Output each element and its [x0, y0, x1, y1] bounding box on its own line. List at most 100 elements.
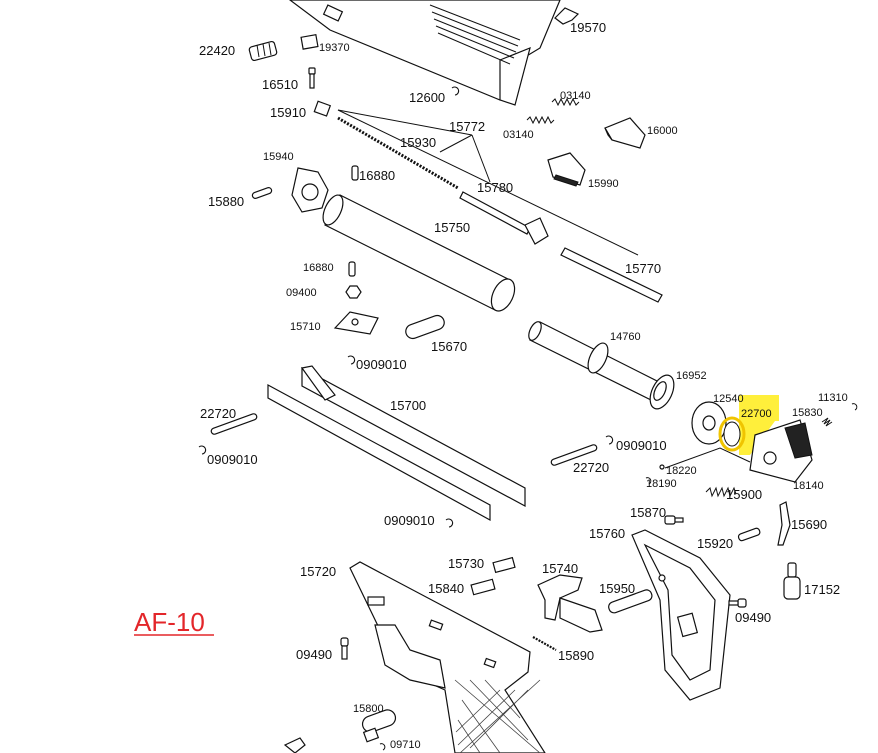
label-15760: 15760	[589, 526, 625, 541]
part-16000-shape	[604, 117, 646, 149]
part-22420-shape	[248, 40, 278, 62]
label-0909010b: 0909010	[616, 438, 667, 453]
part-15830-shape	[821, 417, 833, 427]
label-16880b: 16880	[303, 262, 334, 274]
label-09490b: 09490	[296, 647, 332, 662]
part-15770-shape	[560, 247, 663, 303]
label-15800: 15800	[353, 703, 384, 715]
label-15690: 15690	[791, 517, 827, 532]
part-15690-shape	[777, 501, 791, 546]
part-19370-shape	[300, 34, 319, 50]
part-15910-shape	[313, 100, 332, 117]
label-09400: 09400	[286, 287, 317, 299]
part-15730-shape	[492, 556, 516, 574]
highlight-22700	[739, 395, 779, 421]
part-15720-shape	[349, 561, 546, 753]
label-22700: 22700	[741, 408, 772, 420]
label-03140b: 03140	[503, 129, 534, 141]
label-15772: 15772	[449, 119, 485, 134]
label-15880: 15880	[208, 194, 244, 209]
label-19570: 19570	[570, 20, 606, 35]
part-22720a-shape	[210, 413, 258, 435]
part-15840-shape	[470, 578, 496, 596]
label-0909010d: 0909010	[384, 513, 435, 528]
label-15740: 15740	[542, 561, 578, 576]
label-15870: 15870	[630, 505, 666, 520]
part-22720b-shape	[550, 444, 598, 466]
part-15870-shape	[664, 515, 684, 525]
label-16510: 16510	[262, 77, 298, 92]
label-15730: 15730	[448, 556, 484, 571]
label-17152: 17152	[804, 582, 840, 597]
part-15740-shape	[537, 574, 603, 633]
label-15930: 15930	[400, 135, 436, 150]
part-09710-shape	[379, 743, 386, 751]
part-15890-shape	[532, 636, 557, 651]
label-11310: 11310	[818, 392, 848, 404]
part-03140b-shape	[526, 115, 555, 125]
part-12600-shape	[451, 86, 460, 96]
part-15880-shape	[251, 187, 273, 199]
label-22420: 22420	[199, 43, 235, 58]
leader-15772	[337, 109, 639, 256]
label-15910: 15910	[270, 105, 306, 120]
label-15670: 15670	[431, 339, 467, 354]
slide-part	[289, 0, 561, 106]
label-19370: 19370	[319, 42, 350, 54]
label-15720: 15720	[300, 564, 336, 579]
part-11310-shape	[851, 403, 858, 411]
part-18190-shape	[645, 477, 652, 485]
label-15710: 15710	[290, 321, 321, 333]
label-15890: 15890	[558, 648, 594, 663]
label-15990: 15990	[588, 178, 619, 190]
part-12540-shape	[691, 401, 727, 445]
part-15900-shape	[705, 486, 737, 498]
label-16000: 16000	[647, 125, 678, 137]
part-16880a-shape	[351, 165, 359, 181]
label-15770: 15770	[625, 261, 661, 276]
label-18220: 18220	[666, 465, 697, 477]
label-12600: 12600	[409, 90, 445, 105]
part-15700-shape	[267, 365, 526, 522]
part-09490b-shape	[340, 637, 349, 660]
label-0909010a: 0909010	[356, 357, 407, 372]
part-16880b-shape	[348, 261, 356, 277]
label-03140a: 03140	[560, 90, 591, 102]
part-15930-shape	[337, 116, 459, 190]
part-0909010d-shape	[445, 518, 454, 528]
label-14760: 14760	[610, 331, 641, 343]
part-09490a-shape	[728, 598, 747, 608]
part-0909010a-shape	[347, 355, 356, 365]
partial-part-bottom	[283, 737, 306, 753]
part-15920-shape	[737, 527, 761, 542]
part-19570-shape	[554, 7, 580, 25]
label-15830: 15830	[792, 407, 823, 419]
label-22720a: 22720	[200, 406, 236, 421]
part-16510-shape	[308, 67, 316, 89]
part-17152-shape	[783, 562, 801, 600]
label-16952: 16952	[676, 370, 707, 382]
label-15750: 15750	[434, 220, 470, 235]
part-15990-shape	[547, 152, 586, 187]
label-18140: 18140	[793, 480, 824, 492]
part-15760-shape	[631, 529, 731, 701]
part-15950-shape	[608, 589, 653, 614]
part-18140-shape	[749, 419, 813, 483]
label-15950: 15950	[599, 581, 635, 596]
label-15900: 15900	[726, 487, 762, 502]
label-15700: 15700	[390, 398, 426, 413]
model-title: AF-10	[134, 607, 205, 637]
part-15710-shape	[333, 311, 379, 335]
part-18220-shape	[664, 447, 751, 469]
label-15840: 15840	[428, 581, 464, 596]
part-14760-shape	[528, 321, 675, 410]
part-0909010b-shape	[605, 435, 614, 445]
label-09710: 09710	[390, 739, 421, 751]
part-15940-shape	[291, 167, 329, 213]
part-03140a-shape	[551, 97, 580, 107]
label-15920: 15920	[697, 536, 733, 551]
label-12540: 12540	[713, 393, 744, 405]
label-0909010c: 0909010	[207, 452, 258, 467]
part-15780-shape	[459, 191, 531, 235]
